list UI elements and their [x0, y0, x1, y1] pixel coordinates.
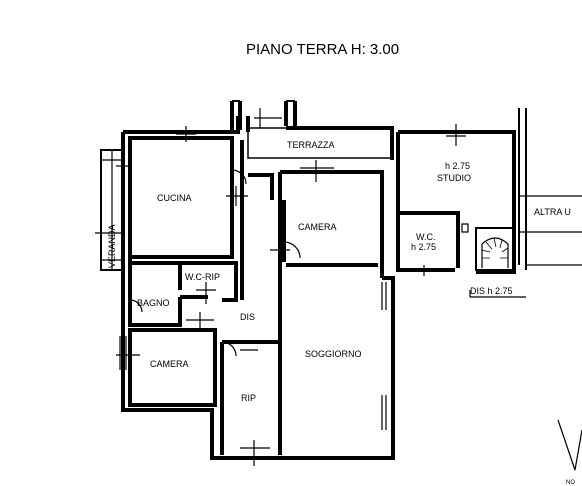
door-swings [129, 169, 301, 357]
label-north: NO [566, 480, 575, 486]
interior-walls [128, 136, 515, 455]
label-camera-top: CAMERA [298, 222, 337, 232]
veranda [95, 149, 125, 271]
plan-title: PIANO TERRA H: 3.00 [246, 41, 399, 58]
label-rip: RIP [241, 393, 256, 403]
outer-walls [121, 100, 582, 460]
label-wc-height: h 2.75 [411, 242, 436, 252]
label-studio-height: h 2.75 [445, 161, 470, 171]
stair-symbol [481, 237, 509, 268]
label-cucina: CUCINA [157, 193, 192, 203]
label-dis-height: DIS h 2.75 [470, 286, 513, 296]
window-marks [116, 124, 469, 466]
label-studio: STUDIO [437, 173, 471, 183]
north-arrow [557, 419, 582, 471]
label-veranda: VERANDA [107, 224, 117, 268]
label-dis: DIS [240, 312, 255, 322]
label-terrazza: TERRAZZA [287, 140, 335, 150]
label-wc-rip: W.C-RIP [185, 272, 220, 282]
label-camera-bottom: CAMERA [150, 359, 189, 369]
dis-leader [469, 290, 526, 298]
label-altra-unita: ALTRA U [534, 207, 571, 217]
label-soggiorno: SOGGIORNO [305, 349, 362, 359]
label-wc-studio: W.C. [416, 232, 436, 242]
terrazza [247, 108, 393, 159]
label-bagno: BAGNO [137, 298, 170, 308]
